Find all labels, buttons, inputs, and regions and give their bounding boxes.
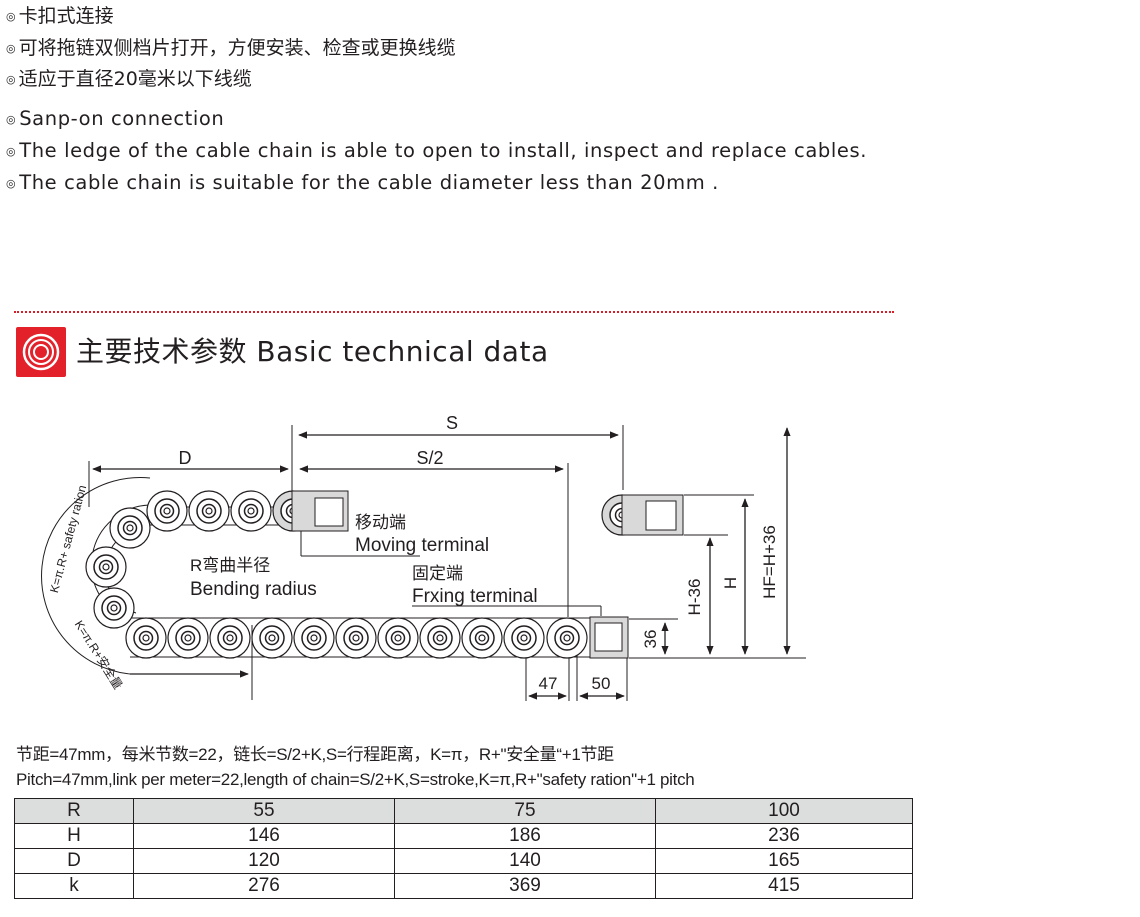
- table-cell: k: [14, 873, 134, 899]
- section-title: 主要技术参数 Basic technical data: [76, 335, 549, 368]
- feature-en-1: ◎Sanp-on connection: [6, 107, 225, 130]
- label-d: D: [179, 448, 192, 468]
- fixed-terminal-zh: 固定端: [412, 564, 463, 583]
- table-cell: R: [14, 798, 134, 824]
- table-cell: 369: [394, 873, 656, 899]
- table-cell: 55: [133, 798, 395, 824]
- dim-47: 47: [539, 674, 558, 693]
- pitch-note-zh: 节距=47mm，每米节数=22，链长=S/2+K,S=行程距离，K=π，R+"安…: [16, 745, 614, 764]
- table-row: D 120 140 165: [14, 848, 913, 874]
- table-row: k 276 369 415: [14, 873, 913, 899]
- bending-radius-en: Bending radius: [190, 579, 317, 600]
- feature-zh-1: ◎卡扣式连接: [6, 5, 114, 27]
- pitch-note-en: Pitch=47mm,link per meter=22,length of c…: [16, 770, 695, 789]
- chain-links-bottom: [125, 617, 588, 659]
- table-cell: 276: [133, 873, 395, 899]
- table-cell: 186: [394, 823, 656, 849]
- table-cell: 236: [655, 823, 913, 849]
- label-s: S: [446, 413, 458, 433]
- table-cell: 165: [655, 848, 913, 874]
- table-cell: 75: [394, 798, 656, 824]
- fixed-terminal-en: Frxing terminal: [412, 586, 538, 607]
- dim-h: H: [721, 577, 740, 589]
- table-cell: D: [14, 848, 134, 874]
- feature-en-2: ◎The ledge of the cable chain is able to…: [6, 139, 868, 162]
- chain-links-bend: [85, 507, 151, 629]
- table-cell: 120: [133, 848, 395, 874]
- dim-36: 36: [641, 630, 660, 649]
- label-s-half: S/2: [416, 448, 443, 468]
- feature-en-3: ◎The cable chain is suitable for the cab…: [6, 171, 719, 194]
- feature-zh-2: ◎可将拖链双侧档片打开，方便安装、检查或更换线缆: [6, 37, 456, 59]
- dotted-divider: [14, 311, 894, 313]
- spec-table: R 55 75 100 H 146 186 236 D 120 140 165 …: [14, 798, 913, 899]
- dim-h-minus-36: H-36: [685, 579, 704, 616]
- cable-chain-diagram: S S/2 D 移动端 Moving terminal R弯曲半径 Bendin…: [41, 413, 806, 701]
- table-row: R 55 75 100: [14, 798, 913, 824]
- red-concentric-circle-icon: [16, 327, 66, 377]
- feature-zh-3: ◎适应于直径20毫米以下线缆: [6, 68, 252, 90]
- moving-terminal-en: Moving terminal: [355, 535, 489, 556]
- bending-radius-zh: R弯曲半径: [190, 556, 270, 575]
- moving-terminal-zh: 移动端: [355, 513, 406, 532]
- table-cell: 140: [394, 848, 656, 874]
- table-cell: 146: [133, 823, 395, 849]
- arc-label-outer: K=π.R+ safety ration: [47, 484, 89, 595]
- table-cell: H: [14, 823, 134, 849]
- table-cell: 415: [655, 873, 913, 899]
- table-row: H 146 186 236: [14, 823, 913, 849]
- dim-50: 50: [592, 674, 611, 693]
- table-cell: 100: [655, 798, 913, 824]
- dim-hf: HF=H+36: [760, 525, 779, 599]
